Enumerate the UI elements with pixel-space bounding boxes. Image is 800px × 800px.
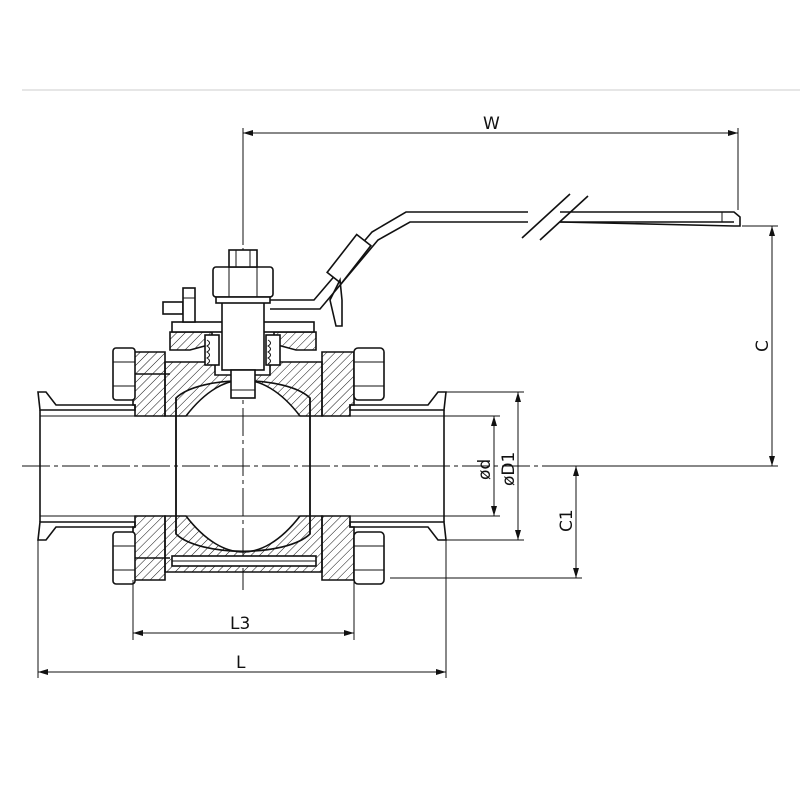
dimension-c1: C1 bbox=[390, 466, 582, 579]
nut-bottom-right bbox=[353, 531, 385, 585]
bolt-bottom-left bbox=[112, 531, 170, 585]
ball bbox=[165, 380, 322, 552]
left-end-cap bbox=[132, 351, 166, 581]
dimension-c: C bbox=[560, 225, 778, 467]
handle-nut bbox=[212, 249, 274, 304]
nut-top-right bbox=[353, 347, 385, 401]
label-l3: L3 bbox=[230, 614, 250, 634]
label-l: L bbox=[236, 653, 246, 673]
label-d: ød bbox=[475, 459, 495, 480]
stop-pin bbox=[162, 287, 196, 323]
label-d1: øD1 bbox=[499, 452, 519, 486]
dimension-l3: L3 bbox=[132, 580, 355, 640]
label-c1: C1 bbox=[557, 509, 577, 532]
center-body bbox=[164, 361, 323, 573]
label-w: W bbox=[483, 114, 500, 134]
lever-handle bbox=[270, 193, 741, 327]
bolt-top-left bbox=[112, 347, 170, 401]
right-end-cap bbox=[321, 351, 355, 581]
dimension-d: ød bbox=[444, 415, 500, 517]
dimension-w: W bbox=[242, 114, 739, 245]
label-c: C bbox=[753, 340, 773, 352]
dimension-d1: øD1 bbox=[446, 391, 524, 541]
dimension-l: L bbox=[37, 540, 447, 678]
stem-assembly bbox=[169, 299, 317, 399]
